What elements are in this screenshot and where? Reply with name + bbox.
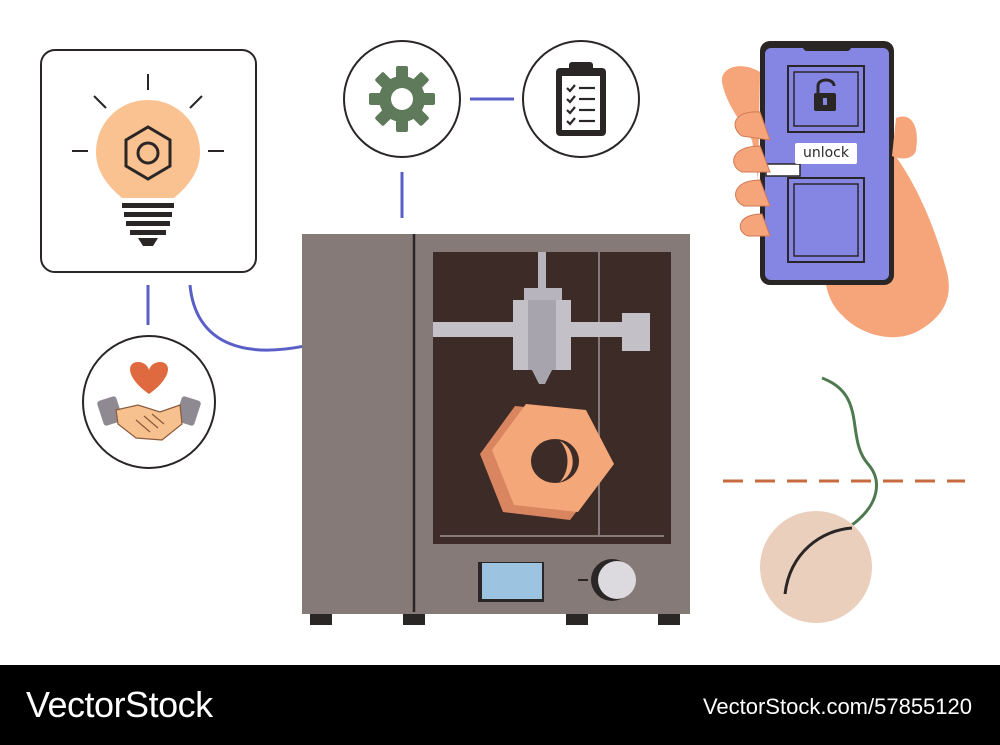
padlock-icon bbox=[814, 78, 836, 111]
handshake-heart-icon bbox=[82, 335, 216, 469]
footer-stock-id: VectorStock.com/57855120 bbox=[702, 694, 972, 719]
printer-3d bbox=[302, 234, 690, 625]
unlock-label[interactable]: unlock bbox=[795, 143, 857, 164]
gear-icon bbox=[343, 40, 461, 158]
seed-sprout-icon bbox=[760, 376, 878, 623]
hand-fingers bbox=[733, 111, 917, 237]
illustration-scene bbox=[40, 40, 965, 625]
lightbulb-idea-icon bbox=[40, 49, 257, 273]
footer-brand: VectorStock bbox=[26, 684, 213, 725]
watermark-footer: VectorStock VectorStock.com/57855120 bbox=[0, 665, 1000, 745]
clipboard-checklist-icon bbox=[522, 40, 640, 158]
